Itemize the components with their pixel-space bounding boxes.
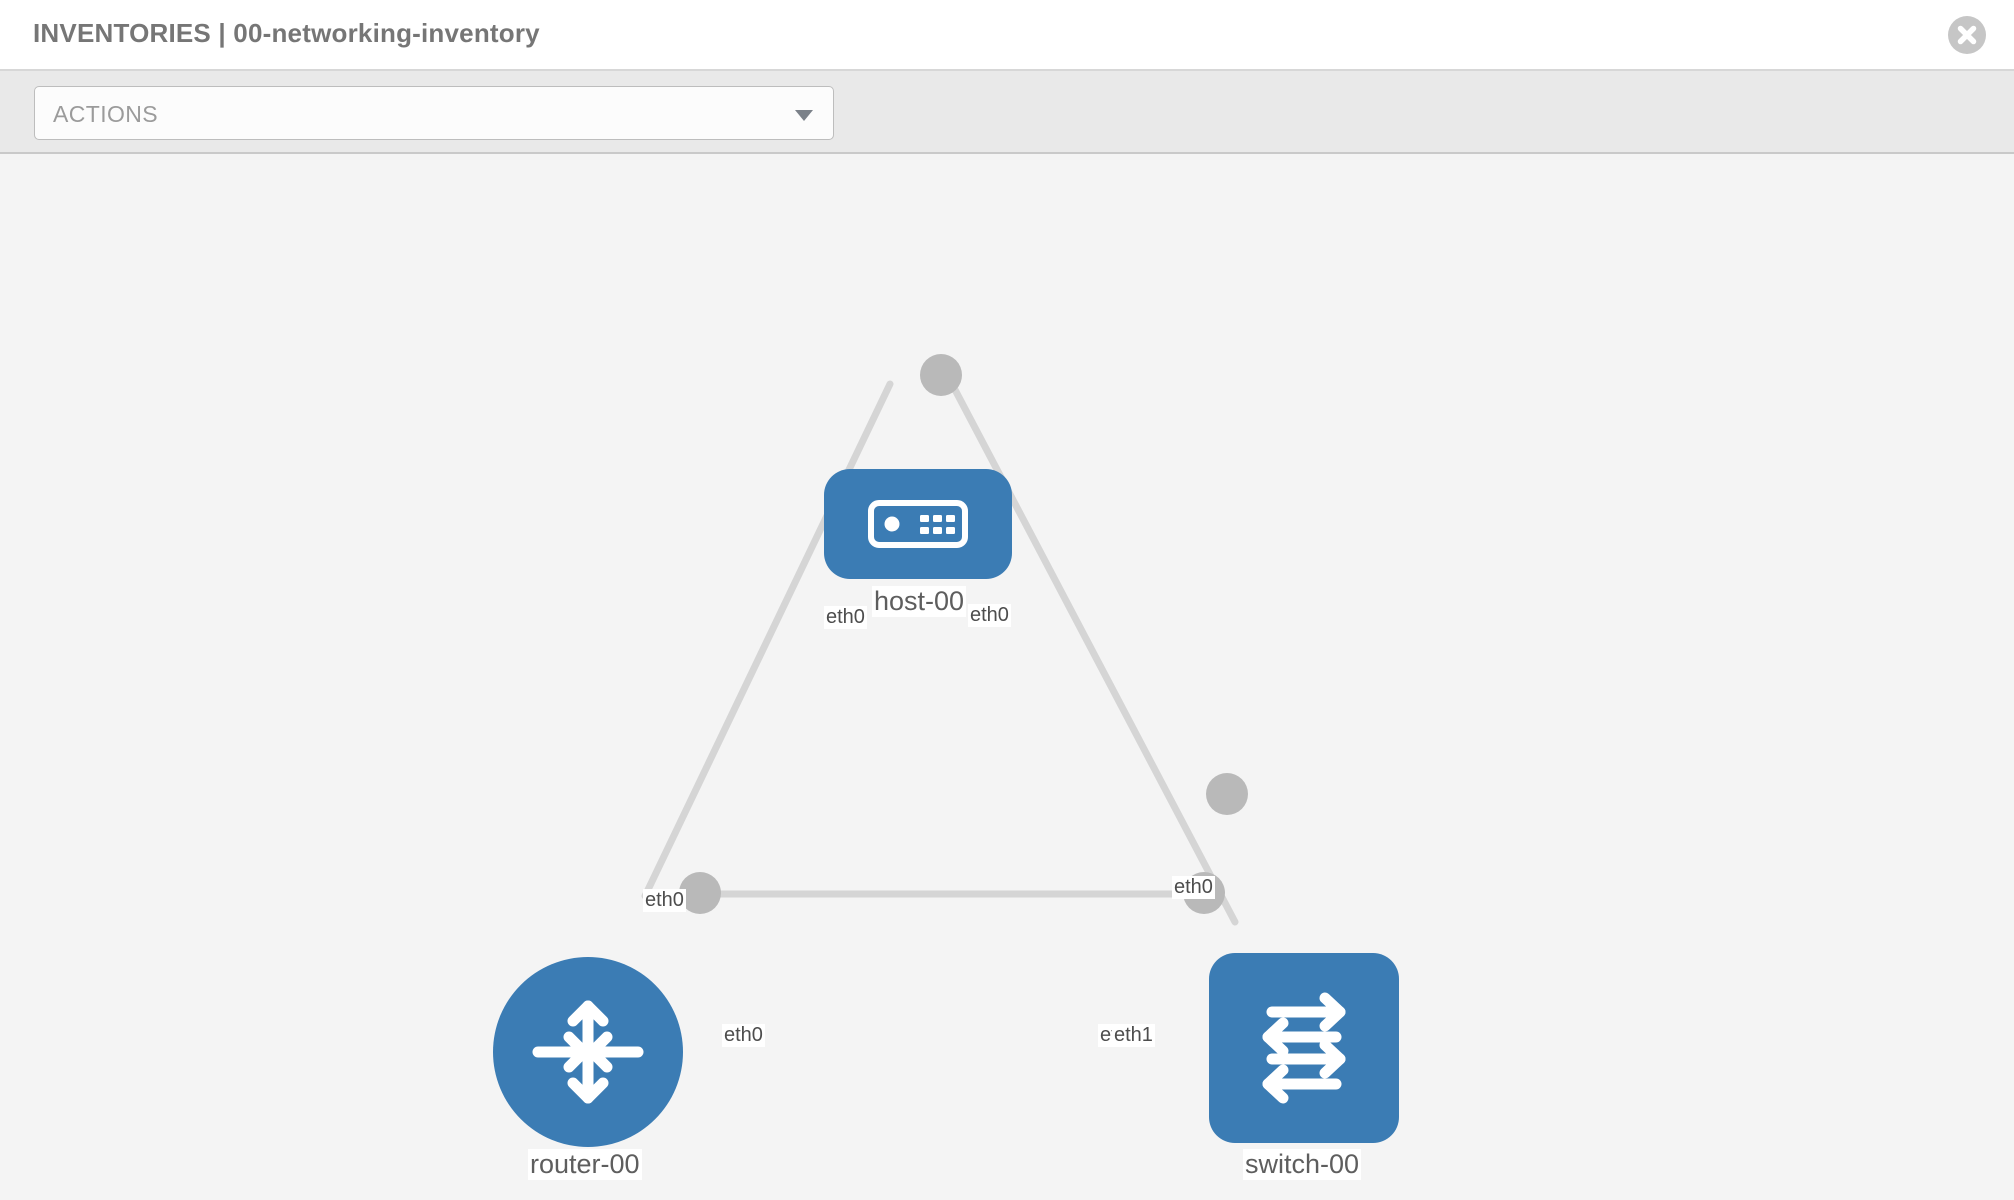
- node-label-router-00: router-00: [528, 1149, 642, 1180]
- toolbar: ACTIONS SEARCH: [0, 71, 2014, 211]
- port-connector: [1206, 773, 1248, 815]
- edge-host-switch: [948, 380, 1239, 926]
- close-icon[interactable]: [1948, 16, 1986, 54]
- node-host-00[interactable]: [824, 469, 1012, 579]
- switch-arrows-icon: [1262, 992, 1346, 1104]
- edge-label-host-eth0-right: eth0: [968, 604, 1011, 627]
- page-header: INVENTORIES | 00-networking-inventory: [0, 0, 2014, 71]
- chevron-down-icon: [795, 110, 813, 121]
- edge-label-host-eth0-left: eth0: [824, 606, 867, 629]
- port-connector: [920, 354, 962, 396]
- server-icon: [868, 500, 968, 548]
- edge-label-switch-eth1: eth1: [1112, 1024, 1155, 1047]
- actions-dropdown[interactable]: ACTIONS: [34, 86, 834, 140]
- topology-canvas[interactable]: host-00 eth0 eth0: [0, 154, 2014, 1200]
- page-title: INVENTORIES | 00-networking-inventory: [33, 18, 540, 48]
- edge-label-switch-eth0-up: eth0: [1172, 876, 1215, 899]
- actions-dropdown-label: ACTIONS: [53, 101, 159, 127]
- node-router-00[interactable]: [493, 957, 683, 1147]
- node-label-host-00: host-00: [872, 586, 967, 617]
- port-connector: [679, 872, 721, 914]
- edge-host-router: [641, 380, 894, 900]
- node-label-switch-00: switch-00: [1243, 1149, 1362, 1180]
- edge-label-router-eth0-up: eth0: [643, 889, 686, 912]
- node-switch-00[interactable]: [1209, 953, 1399, 1143]
- router-arrows-icon: [532, 1000, 644, 1104]
- edge-label-router-eth0-right: eth0: [722, 1024, 765, 1047]
- topology-edges: [641, 380, 1239, 926]
